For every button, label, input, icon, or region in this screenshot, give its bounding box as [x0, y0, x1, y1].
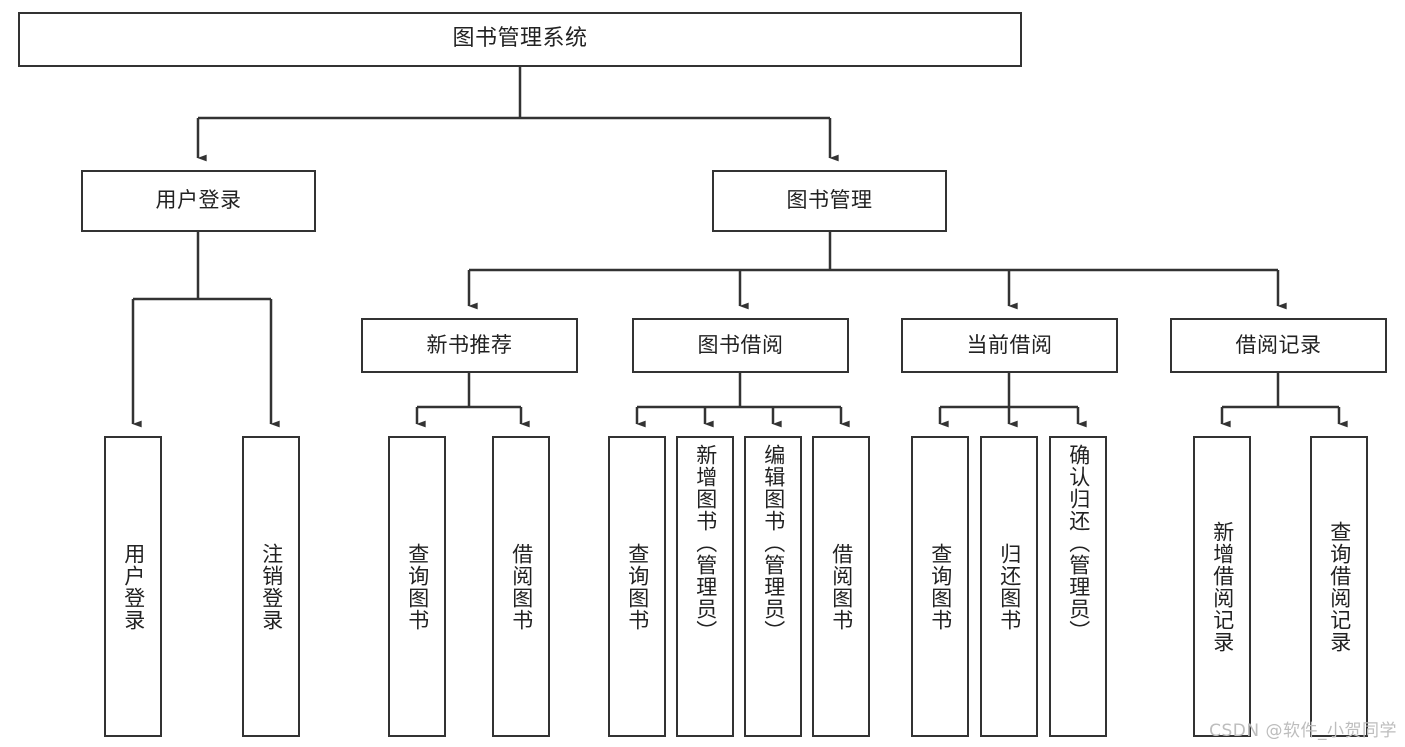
leaf-confirm-return-admin[interactable]: 确认归还（管理员） [1049, 436, 1107, 737]
leaf-confirm-return-admin-label: 确认归还（管理员） [1066, 444, 1091, 642]
node-book-management-label: 图书管理 [786, 188, 873, 213]
node-root-system-label: 图书管理系统 [452, 26, 588, 52]
node-new-book-recommend-label: 新书推荐 [426, 332, 513, 357]
node-user-login-label: 用户登录 [155, 188, 242, 213]
leaf-user-login[interactable]: 用户登录 [104, 436, 162, 737]
leaf-logout-label: 注销登录 [259, 542, 284, 631]
node-book-borrow-label: 图书借阅 [697, 332, 784, 357]
leaf-query-book-current[interactable]: 查询图书 [911, 436, 969, 737]
leaf-query-book-borrow-label: 查询图书 [625, 542, 650, 631]
leaf-query-book-newbook-label: 查询图书 [405, 542, 430, 631]
leaf-borrow-book-newbook-label: 借阅图书 [509, 542, 534, 631]
leaf-add-book-admin-label: 新增图书（管理员） [693, 444, 718, 642]
node-borrow-record-label: 借阅记录 [1235, 332, 1322, 357]
node-book-management[interactable]: 图书管理 [712, 170, 947, 232]
leaf-add-book-admin[interactable]: 新增图书（管理员） [676, 436, 734, 737]
node-new-book-recommend[interactable]: 新书推荐 [361, 318, 578, 373]
node-root-system[interactable]: 图书管理系统 [18, 12, 1022, 67]
leaf-borrow-book-newbook[interactable]: 借阅图书 [492, 436, 550, 737]
leaf-borrow-book-borrow-label: 借阅图书 [829, 542, 854, 631]
node-current-borrow[interactable]: 当前借阅 [901, 318, 1118, 373]
leaf-add-borrow-record[interactable]: 新增借阅记录 [1193, 436, 1251, 737]
leaf-user-login-label: 用户登录 [121, 542, 146, 631]
leaf-edit-book-admin[interactable]: 编辑图书（管理员） [744, 436, 802, 737]
leaf-query-borrow-record[interactable]: 查询借阅记录 [1310, 436, 1368, 737]
node-current-borrow-label: 当前借阅 [966, 332, 1053, 357]
leaf-query-book-current-label: 查询图书 [928, 542, 953, 631]
leaf-query-book-borrow[interactable]: 查询图书 [608, 436, 666, 737]
leaf-add-borrow-record-label: 新增借阅记录 [1210, 520, 1235, 653]
node-user-login[interactable]: 用户登录 [81, 170, 316, 232]
node-book-borrow[interactable]: 图书借阅 [632, 318, 849, 373]
leaf-return-book[interactable]: 归还图书 [980, 436, 1038, 737]
leaf-return-book-label: 归还图书 [997, 542, 1022, 631]
leaf-query-borrow-record-label: 查询借阅记录 [1327, 520, 1352, 653]
leaf-logout[interactable]: 注销登录 [242, 436, 300, 737]
leaf-edit-book-admin-label: 编辑图书（管理员） [761, 444, 786, 642]
node-borrow-record[interactable]: 借阅记录 [1170, 318, 1387, 373]
leaf-query-book-newbook[interactable]: 查询图书 [388, 436, 446, 737]
leaf-borrow-book-borrow[interactable]: 借阅图书 [812, 436, 870, 737]
